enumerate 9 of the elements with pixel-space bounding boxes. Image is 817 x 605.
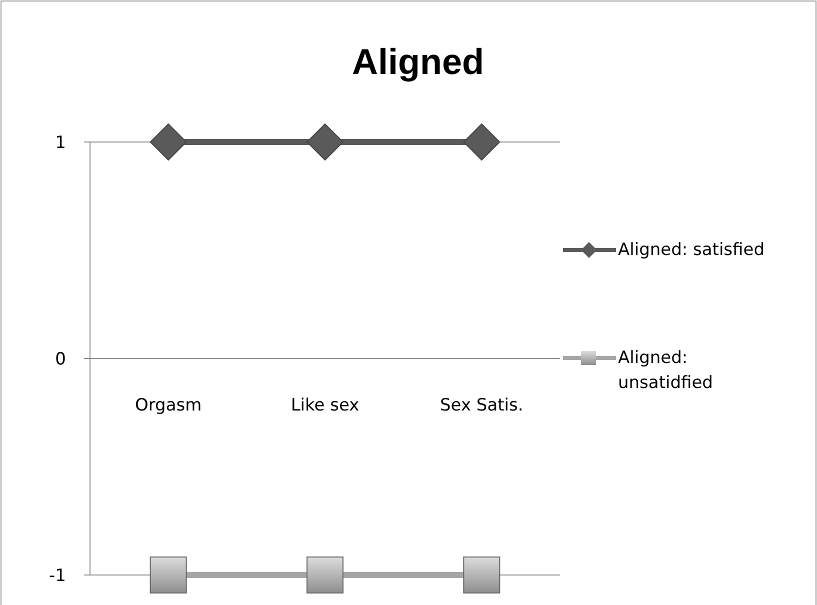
category-label: Like sex (290, 396, 360, 416)
y-tick-label: 1 (55, 133, 66, 153)
category-label: Sex Satis. (440, 396, 524, 416)
legend-label: Aligned: unsatidfied (618, 347, 714, 395)
category-label: Orgasm (134, 396, 202, 416)
legend-label: Aligned: satisfied (618, 239, 765, 262)
chart-title: Aligned (352, 41, 484, 82)
y-tick-label: -1 (49, 566, 66, 586)
y-tick-label: 0 (55, 350, 66, 370)
